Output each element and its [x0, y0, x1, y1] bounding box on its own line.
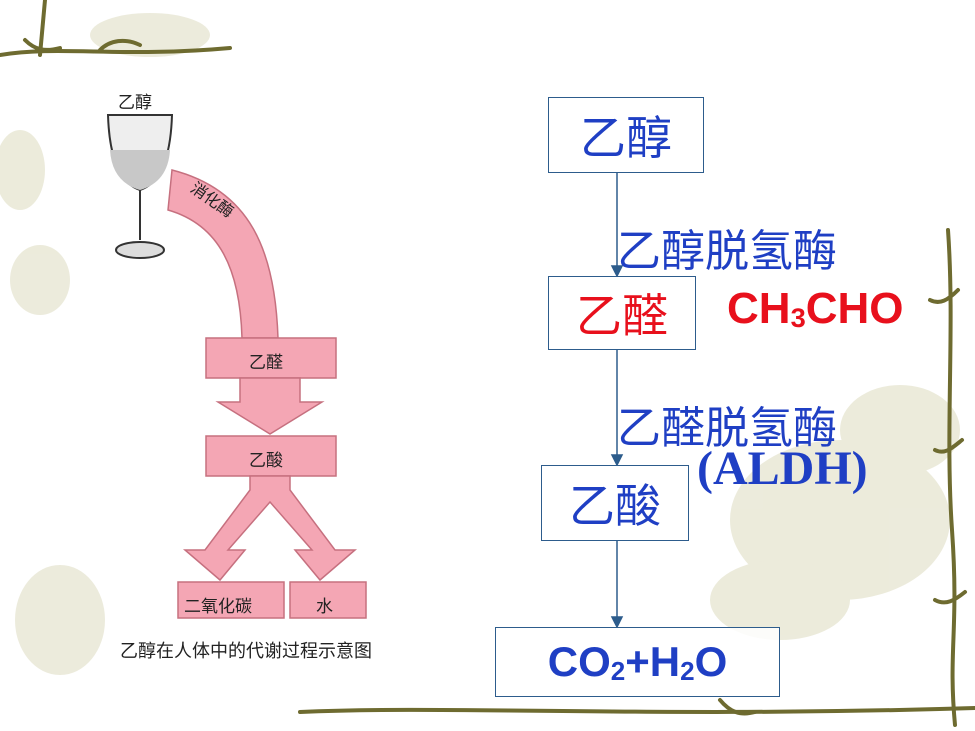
box-acetic-acid: 乙酸: [249, 451, 283, 471]
products-formula: CO2+H2O: [547, 638, 728, 686]
node-products: CO2+H2O: [495, 627, 780, 697]
node-acetaldehyde: 乙醛: [548, 276, 696, 350]
enzyme-aldh-abbr: (ALDH): [697, 442, 868, 495]
node-ethanol: 乙醇: [548, 97, 704, 173]
node-ethanol-label: 乙醇: [580, 111, 672, 165]
diagram-caption: 乙醇在人体中的代谢过程示意图: [120, 641, 372, 662]
box-water: 水: [316, 597, 333, 617]
node-acetic-acid-label: 乙酸: [569, 479, 661, 533]
wine-glass-icon: [106, 114, 174, 259]
enzyme-adh-label: 乙醇脱氢酶: [617, 226, 837, 277]
acetaldehyde-formula: CH3CHO: [727, 284, 904, 334]
box-acetaldehyde: 乙醛: [249, 353, 283, 373]
glass-label: 乙醇: [118, 93, 152, 113]
metabolism-illustration: [106, 114, 367, 619]
box-co2: 二氧化碳: [184, 597, 252, 617]
vine-decoration: [0, 0, 232, 57]
node-acetic-acid: 乙酸: [541, 465, 689, 541]
enzyme-aldh-label: 乙醛脱氢酶: [617, 403, 837, 454]
node-acetaldehyde-label: 乙醛: [576, 289, 668, 343]
